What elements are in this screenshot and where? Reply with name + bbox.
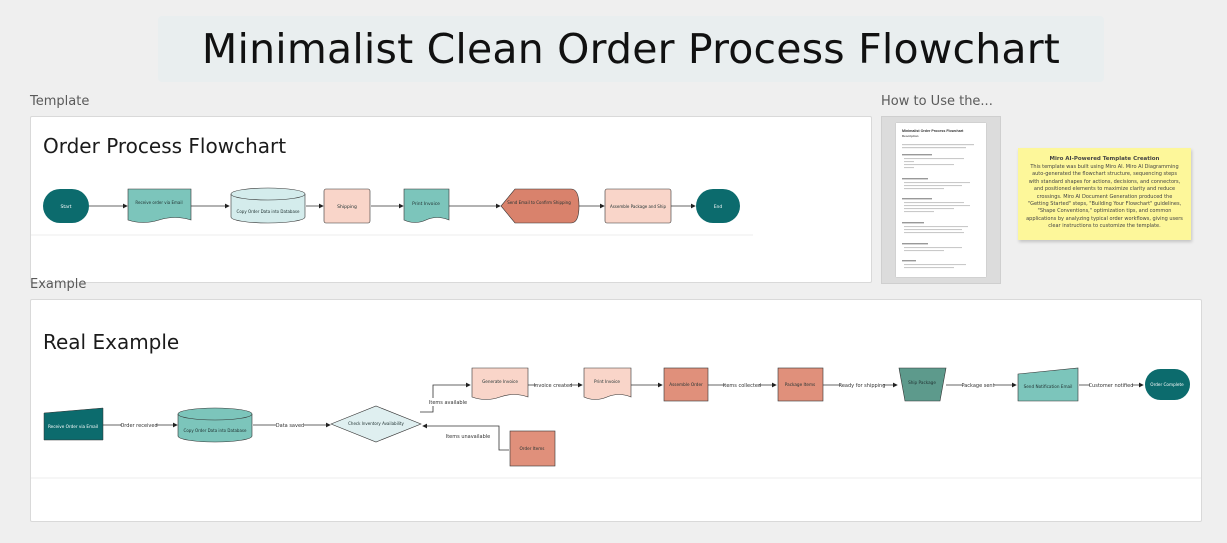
ex-node-order-items[interactable]: Order Items [509,430,556,467]
how-to-doc-card[interactable]: Minimalist Order Process Flowchart Descr… [881,116,1001,284]
tpl-node-print-invoice[interactable]: Print Invoice [403,188,450,223]
example-heading: Real Example [43,330,180,354]
how-to-doc-title: Minimalist Order Process Flowchart [902,129,964,133]
ex-node-order-complete[interactable]: Order Complete [1145,369,1190,400]
edge-label-invoice-created: Invoice created [534,383,573,389]
template-frame-label[interactable]: Template [30,94,90,109]
tpl-node-assemble-ship-label: Assemble Package and Ship [610,204,666,209]
template-flowchart: Start Receive order via Email Copy Order… [31,187,753,236]
how-to-doc-page: Minimalist Order Process Flowchart Descr… [896,123,986,277]
edge-label-items-unavailable: Items unavailable [446,434,490,440]
template-heading: Order Process Flowchart [43,134,287,158]
tpl-node-copy-database[interactable]: Copy Order Data into Database [230,187,306,224]
ex-node-ship-package[interactable]: Ship Package [898,367,947,402]
ex-node-print-invoice[interactable]: Print Invoice [583,367,632,400]
svg-text:Send Email to Confirm Shipping: Send Email to Confirm Shipping [507,200,571,205]
tpl-node-end[interactable]: End [696,189,740,223]
title-banner: Minimalist Clean Order Process Flowchart [158,16,1104,82]
tpl-node-end-label: End [714,204,723,210]
tpl-node-send-email-label: Send Email to Confirm Shipping [507,200,571,205]
example-frame[interactable]: Real Example Order received Data sav [30,299,1202,522]
ex-node-ship-package-label: Ship Package [908,380,936,385]
how-to-doc-subtitle: Description [902,134,919,138]
ex-node-receive-order-label: Receive Order via Email [48,424,98,429]
edge-label-ready-for-shipping: Ready for shipping [839,383,886,389]
ex-node-check-inventory[interactable]: Check Inventory Availability [330,405,422,443]
edge-label-data-saved: Data saved [276,423,304,429]
ex-node-generate-invoice-label: Generate Invoice [482,379,518,384]
sticky-note-body: This template was built using Miro AI. M… [1026,164,1183,230]
ex-node-copy-database-label: Copy Order Data into Database [184,428,247,433]
edge-label-customer-notified: Customer notified [1089,383,1134,389]
ex-node-package-items-label: Package Items [785,382,815,387]
ex-node-order-complete-label: Order Complete [1150,382,1184,387]
tpl-node-copy-database-label: Copy Order Data into Database [237,209,300,214]
tpl-node-receive-order-label: Receive order via Email [135,200,182,205]
tpl-node-send-email[interactable]: Send Email to Confirm Shipping [500,188,580,224]
tpl-node-receive-order[interactable]: Receive order via Email [127,188,192,223]
sticky-note[interactable]: Miro AI-Powered Template Creation This t… [1018,148,1191,240]
tpl-node-shipping-label: Shipping [337,204,357,210]
ex-node-send-notification[interactable]: Send Notification Email [1017,367,1079,402]
edge-label-package-sent: Package sent [961,383,994,389]
ex-node-check-inventory-label: Check Inventory Availability [348,421,404,426]
ex-node-print-invoice-label: Print Invoice [594,379,620,384]
ex-node-assemble-order-label: Assemble Order [669,382,703,387]
tpl-node-start[interactable]: Start [43,189,89,223]
edge-label-items-collected: Items collected [723,383,761,389]
template-frame[interactable]: Order Process Flowchart Start Receive or… [30,116,872,283]
edge-label-order-received: Order received [120,423,157,429]
example-flowchart: Order received Data saved Items availabl… [31,367,1201,479]
board-title: Minimalist Clean Order Process Flowchart [201,25,1061,73]
ex-node-order-items-label: Order Items [520,446,545,451]
ex-node-send-notification-label: Send Notification Email [1024,384,1073,389]
edge-label-items-available: Items available [429,400,467,406]
example-frame-label[interactable]: Example [30,277,87,292]
ex-node-generate-invoice[interactable]: Generate Invoice [471,367,529,400]
ex-node-assemble-order[interactable]: Assemble Order [663,367,709,402]
tpl-node-start-label: Start [61,204,72,210]
how-to-doc-text-lines [902,144,974,269]
tpl-node-print-invoice-label: Print Invoice [412,201,440,207]
tpl-node-assemble-ship[interactable]: Assemble Package and Ship [604,188,672,224]
ex-node-receive-order[interactable]: Receive Order via Email [43,407,104,441]
ex-node-package-items[interactable]: Package Items [777,367,824,402]
sticky-note-title: Miro AI-Powered Template Creation [1049,156,1160,162]
ex-node-copy-database[interactable]: Copy Order Data into Database [177,407,253,443]
how-to-frame-label[interactable]: How to Use the... [881,94,993,109]
tpl-node-shipping[interactable]: Shipping [323,188,371,224]
